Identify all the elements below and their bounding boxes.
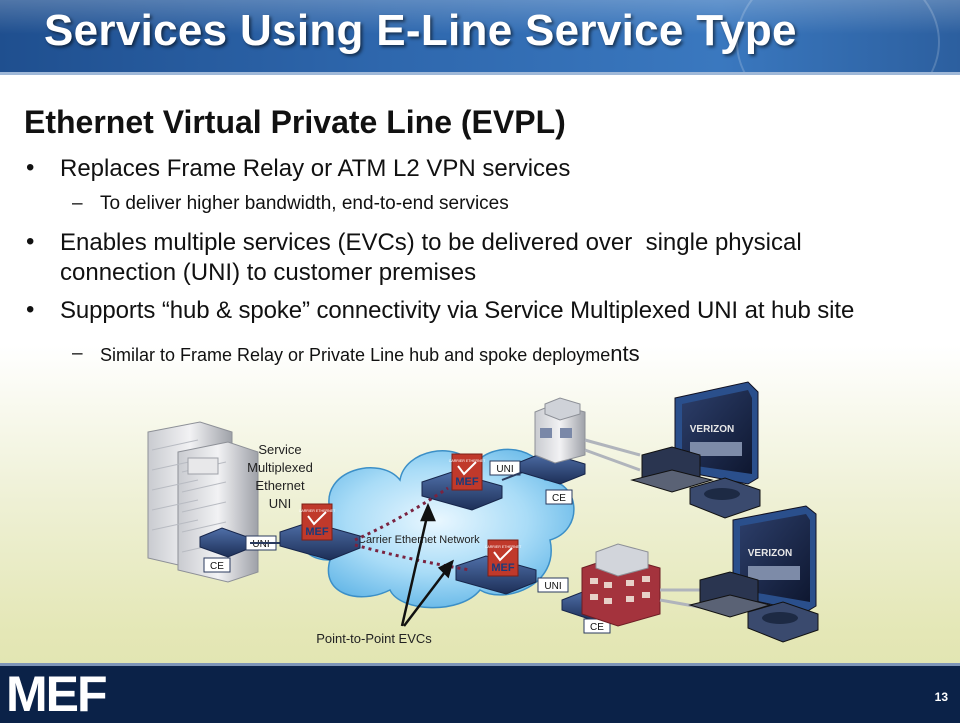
hub-label-line: Ethernet [255,478,305,493]
bullet-marker: • [26,296,35,323]
desk-phone [689,477,761,519]
bullet-text: Enables multiple services (EVCs) to be d… [60,229,802,256]
evc-path [354,486,449,542]
footer-bar [0,663,960,723]
display-monitor: VERIZON [674,381,759,485]
hub-label-line: UNI [269,496,291,511]
mef-logo-text: MEF [6,668,106,716]
sub-bullet-main: Similar to Frame Relay or Private Line h… [100,345,611,365]
uni-label: UNI [544,581,561,592]
spoke-site-building [534,397,586,464]
bullet-marker: • [26,154,35,181]
bullet-text: Replaces Frame Relay or ATM L2 VPN servi… [60,155,571,182]
screen-text: VERIZON [748,548,792,559]
hub-site-building [147,421,259,583]
badge-top-text: CARRIER ETHERNET [449,459,486,463]
sub-bullet-text: To deliver higher bandwidth, end-to-end … [100,193,509,214]
desk-phone [747,601,819,643]
badge-top-text: CARRIER ETHERNET [485,545,522,549]
uni-tag: UNI [489,460,521,476]
laptop [688,571,772,618]
bullet-marker: • [26,228,35,255]
dash-marker: – [72,193,83,214]
badge-top-text: CARRIER ETHERNET [299,509,336,513]
evc-pointer-arrows [400,502,454,627]
page-title: Services Using E-Line Service Type [44,6,797,55]
uni-label: UNI [496,464,513,475]
sub-bullet-text: Similar to Frame Relay or Private Line h… [100,341,640,367]
sub-bullet-tail: nts [610,341,640,366]
uni-tag: UNI [537,577,569,593]
bullet-text: Supports “hub & spoke” connectivity via … [60,297,855,324]
ce-label: CE [590,622,604,633]
evc-path [354,543,471,572]
mef-logo: MEF [6,668,108,716]
ce-label: CE [552,493,566,504]
screen-text: VERIZON [690,424,734,435]
cloud-label: Carrier Ethernet Network [358,534,480,546]
ce-tag: CE [203,557,231,573]
uni-label: UNI [252,539,269,550]
dash-marker: – [72,343,83,364]
spoke-site-building [581,543,661,627]
mef-certified-badge: CARRIER ETHERNET MEF [299,503,336,541]
laptop [630,446,714,493]
evc-label: Point-to-Point EVCs [316,631,432,646]
ce-tag: CE [545,489,573,505]
badge-logo-text: MEF [455,476,479,488]
mef-certified-badge: CARRIER ETHERNET MEF [485,539,522,577]
badge-logo-text: MEF [305,526,329,538]
bullet-text-continued: connection (UNI) to customer premises [60,259,477,286]
badge-logo-text: MEF [491,562,515,574]
title-bar: Services Using E-Line Service Type [0,0,960,75]
hub-label-line: Service [258,442,301,457]
hub-label-line: Multiplexed [247,460,313,475]
ce-label: CE [210,561,224,572]
section-heading: Ethernet Virtual Private Line (EVPL) [24,104,566,140]
page-number: 13 [934,690,948,704]
mef-certified-badge: CARRIER ETHERNET MEF [449,453,486,491]
